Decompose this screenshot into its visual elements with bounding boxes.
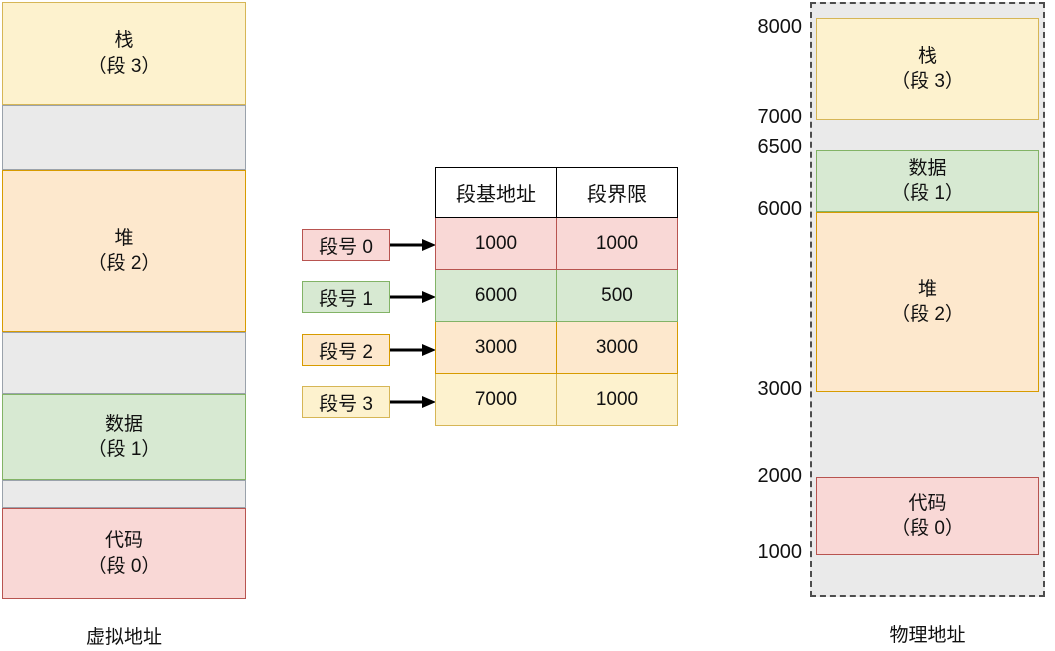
virtual-address-caption: 虚拟地址 [85,627,162,648]
physical-block-heap-line2: （段 2） [891,304,964,325]
physical-block-stack: 栈 （段 3） [816,18,1039,120]
tick-7000: 7000 [757,106,803,128]
segment-table-header-limit: 段界限 [556,167,678,218]
segment-table-header-row: 段基地址 段界限 [435,167,678,218]
physical-block-data: 数据 （段 1） [816,150,1039,212]
physical-block-code-line2: （段 0） [891,518,964,539]
segment-table-row-3[interactable]: 7000 1000 [435,373,678,426]
virtual-block-stack-line1: 栈 [114,30,134,52]
segment-table-row-2-limit: 3000 [556,321,678,374]
tick-3000: 3000 [757,378,803,400]
physical-address-tick-labels: 8000 7000 6500 6000 3000 2000 1000 [720,0,803,651]
physical-block-data-line1: 数据 [908,157,947,179]
segment-table-row-1-base: 6000 [435,269,557,322]
virtual-block-code: 代码 （段 0） [2,508,246,599]
virtual-block-heap-line2: （段 2） [87,253,161,274]
physical-block-code: 代码 （段 0） [816,477,1039,555]
segment-table-row-1[interactable]: 6000 500 [435,269,678,322]
virtual-block-free-3 [2,480,246,508]
virtual-block-data-line2: （段 1） [87,439,161,460]
segment-table-row-0-limit: 1000 [556,217,678,270]
segment-table-row-2[interactable]: 3000 3000 [435,321,678,374]
segment-selector-1[interactable]: 段号 1 [302,281,390,313]
segment-table-row-0[interactable]: 1000 1000 [435,217,678,270]
segment-table-row-3-base: 7000 [435,373,557,426]
physical-block-code-line1: 代码 [908,492,947,514]
segment-table-row-3-limit: 1000 [556,373,678,426]
physical-block-data-line2: （段 1） [891,183,964,204]
segment-selector-3-label: 段号 3 [319,393,373,415]
virtual-block-data: 数据 （段 1） [2,394,246,480]
tick-6500: 6500 [757,136,803,158]
virtual-block-free-2 [2,332,246,394]
segment-table-row-2-base: 3000 [435,321,557,374]
segment-selector-3[interactable]: 段号 3 [302,386,390,418]
segment-table-header-base: 段基地址 [435,167,557,218]
virtual-block-stack-line2: （段 3） [87,55,161,77]
virtual-block-heap-line1: 堆 [114,227,134,249]
virtual-block-free-1 [2,105,246,170]
virtual-block-code-line2: （段 0） [87,555,161,577]
physical-address-column: 栈 （段 3） 数据 （段 1） 堆 （段 2） 代码 （段 0） [810,2,1045,597]
arrow-segment-1-to-row [390,291,436,303]
segment-selector-2-label: 段号 2 [319,341,373,363]
segment-selector-2[interactable]: 段号 2 [302,334,390,366]
segment-selector-0-label: 段号 0 [319,236,373,258]
physical-block-heap-line1: 堆 [917,278,937,300]
tick-8000: 8000 [757,16,803,38]
tick-2000: 2000 [757,465,803,487]
segment-table: 段基地址 段界限 1000 1000 6000 500 3000 3000 70… [435,167,678,426]
virtual-block-code-line1: 代码 [104,530,143,552]
virtual-address-column: 栈 （段 3） 堆 （段 2） 数据 （段 1） 代码 （段 0） [2,2,246,599]
arrow-segment-2-to-row [390,344,436,356]
tick-6000: 6000 [757,198,803,220]
segment-selector-0[interactable]: 段号 0 [302,229,390,261]
physical-block-stack-line1: 栈 [917,45,937,67]
physical-block-stack-line2: （段 3） [891,71,964,92]
segment-table-row-0-base: 1000 [435,217,557,270]
segment-table-row-1-limit: 500 [556,269,678,322]
virtual-block-stack: 栈 （段 3） [2,2,246,105]
arrow-segment-0-to-row [390,239,436,251]
physical-address-caption: 物理地址 [889,625,966,646]
physical-block-heap: 堆 （段 2） [816,212,1039,392]
virtual-block-heap: 堆 （段 2） [2,170,246,332]
tick-1000: 1000 [757,541,803,563]
arrow-segment-3-to-row [390,396,436,408]
segment-selector-1-label: 段号 1 [319,288,373,310]
virtual-block-data-line1: 数据 [104,413,143,435]
